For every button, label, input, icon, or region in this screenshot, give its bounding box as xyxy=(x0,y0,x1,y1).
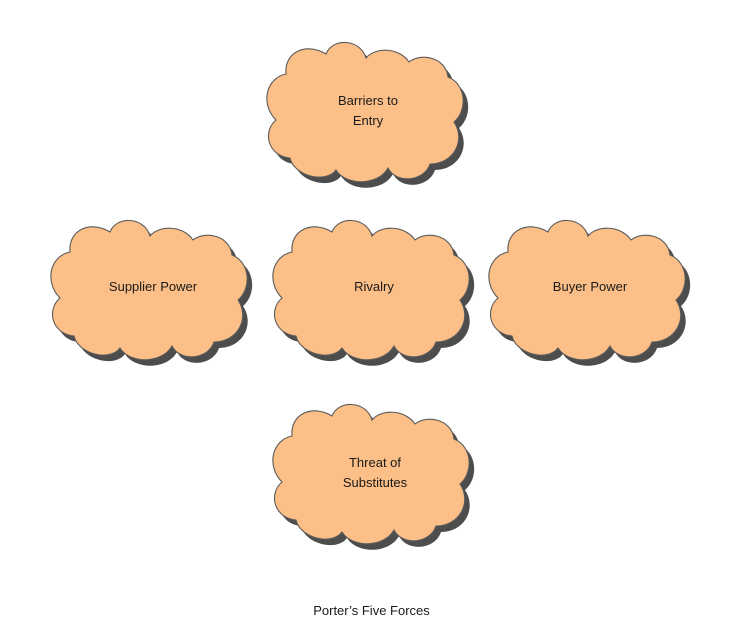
diagram-caption: Porter’s Five Forces xyxy=(313,603,430,618)
cloud-threat-of-substitutes: Threat of Substitutes xyxy=(272,403,475,550)
barriers-label-line1: Barriers to xyxy=(338,93,398,108)
substitutes-label-line2: Substitutes xyxy=(343,475,408,490)
rivalry-label: Rivalry xyxy=(354,279,394,294)
cloud-supplier-power: Supplier Power xyxy=(50,219,253,366)
cloud-barriers-to-entry: Barriers to Entry xyxy=(266,41,469,188)
substitutes-label-line1: Threat of xyxy=(349,455,401,470)
cloud-buyer-power: Buyer Power xyxy=(488,219,691,366)
buyer-label: Buyer Power xyxy=(553,279,628,294)
cloud-rivalry: Rivalry xyxy=(272,219,475,366)
barriers-label-line2: Entry xyxy=(353,113,384,128)
supplier-label: Supplier Power xyxy=(109,279,198,294)
